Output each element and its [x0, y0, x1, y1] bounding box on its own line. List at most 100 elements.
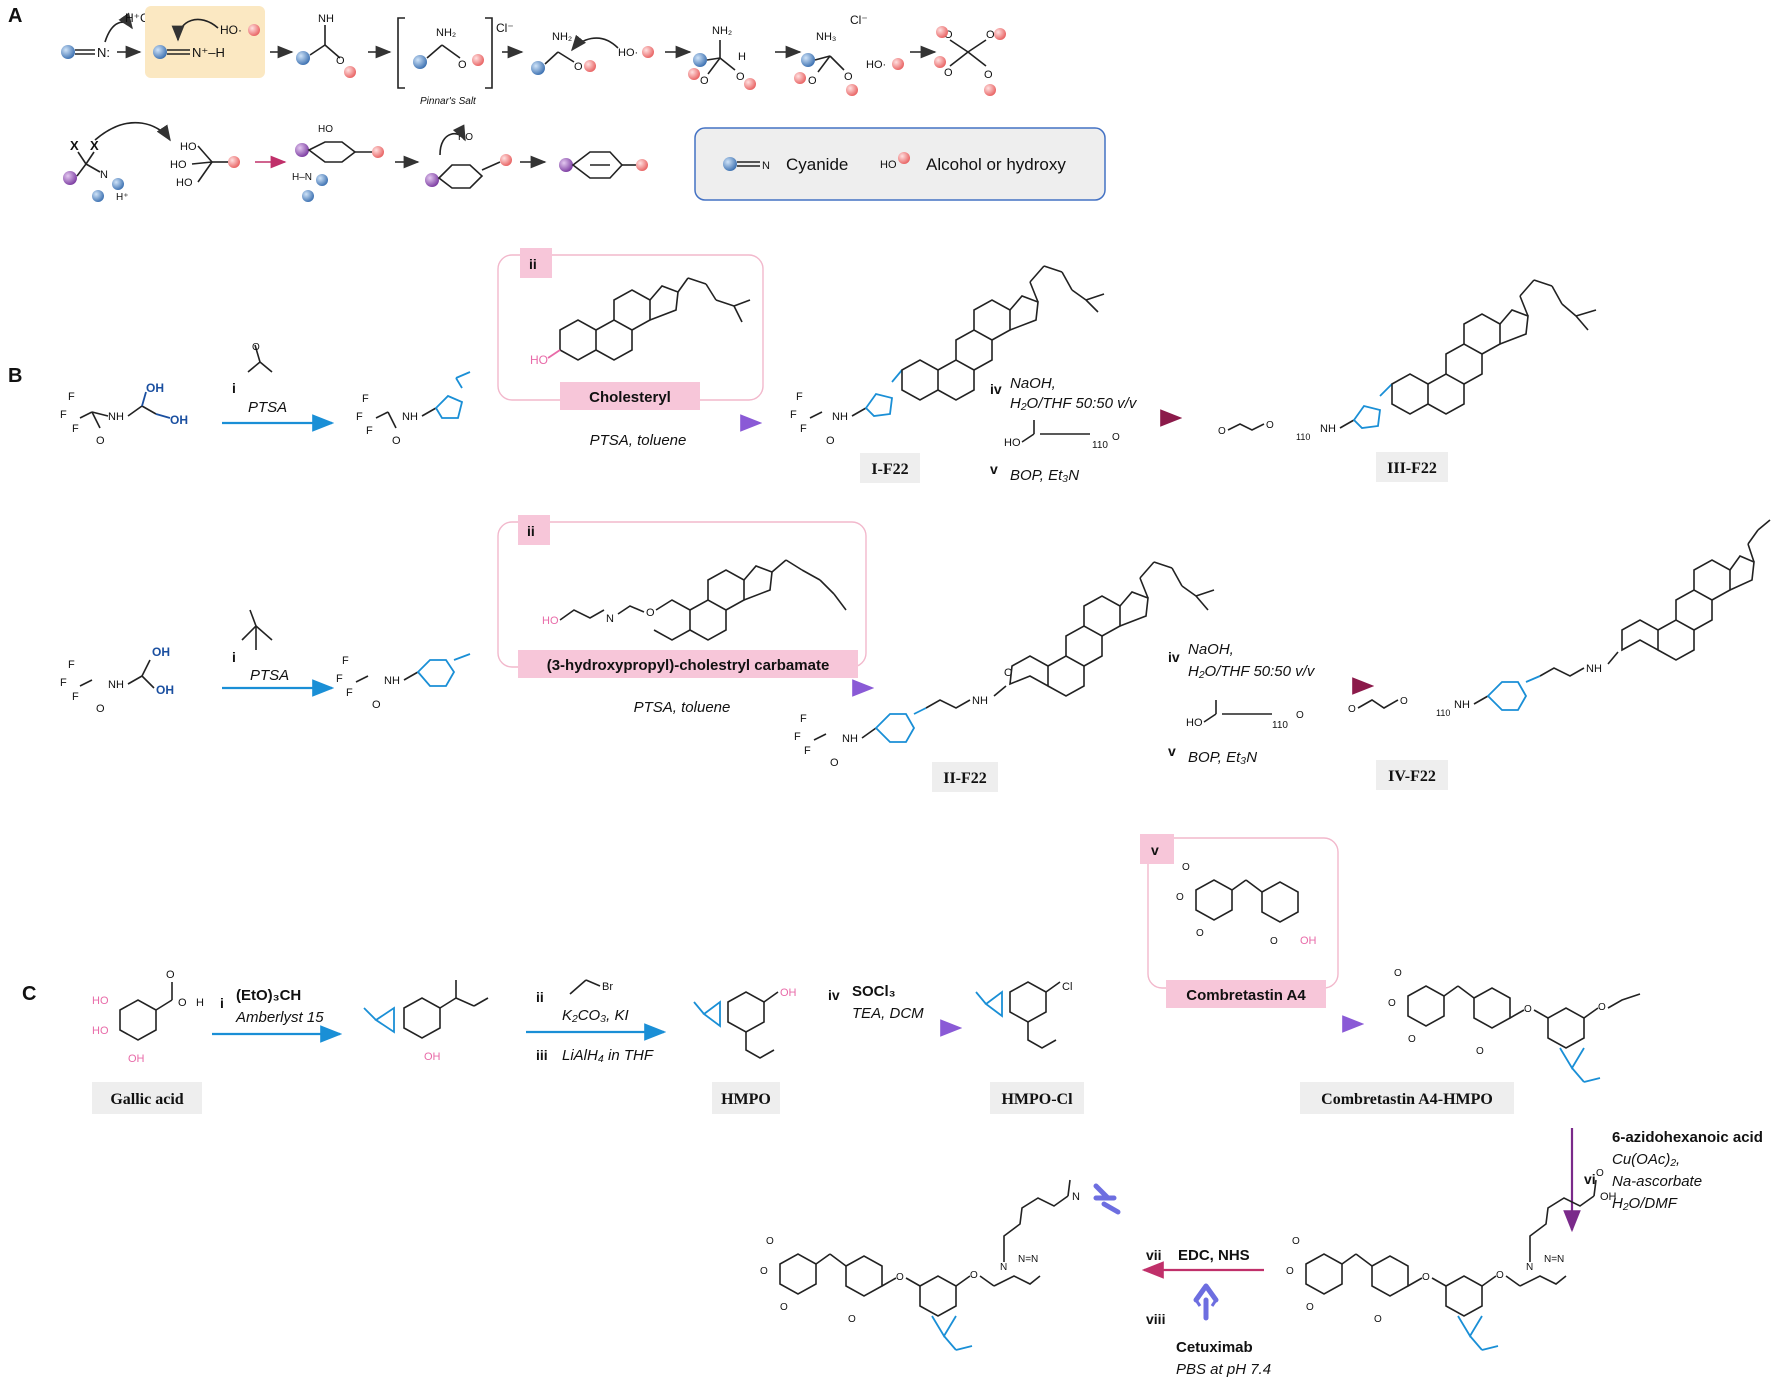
product-i-f22: I-F22	[871, 461, 908, 478]
svg-text:F: F	[60, 677, 67, 689]
ho-atom: HO·	[220, 23, 242, 37]
reagent-i-b2: PTSA	[250, 667, 289, 684]
reagent-vii-c: EDC, NHS	[1178, 1247, 1250, 1264]
reagent-iv-c: SOCl₃	[852, 983, 896, 1000]
step-v-b2: v	[1168, 743, 1176, 759]
svg-text:ii: ii	[529, 256, 537, 272]
svg-text:O: O	[458, 59, 467, 71]
step-iv-b1: iv	[990, 381, 1002, 397]
svg-text:N: N	[1072, 1191, 1080, 1203]
svg-text:O: O	[1394, 968, 1402, 979]
reagent-v-b1: BOP, Et₃N	[1010, 467, 1079, 484]
pinner-salt-label: Pinnar's Salt	[420, 96, 477, 107]
peg-acid-2: HO 110 O	[1186, 700, 1304, 731]
product-iii-f22: III-F22	[1387, 460, 1437, 477]
combretastatin-a4-structure: OH OOO O	[1176, 862, 1317, 947]
svg-text:O: O	[844, 71, 853, 83]
box-tag-ii-1	[520, 248, 552, 278]
svg-text:OH: OH	[146, 381, 164, 395]
hmpo-cl-label-bg	[990, 1082, 1084, 1114]
amidinium-intermediate: NH₂ O HO·	[531, 31, 654, 75]
reagent-viii2-c: PBS at pH 7.4	[1176, 1361, 1271, 1378]
step-iii-c: iii	[536, 1047, 548, 1063]
box-name-1-bg	[560, 382, 700, 410]
step-iv-c: iv	[828, 987, 840, 1003]
svg-text:O: O	[1004, 667, 1013, 679]
combretastatin-hmpo-label-bg	[1300, 1082, 1514, 1114]
svg-text:O: O	[1270, 936, 1278, 947]
svg-text:N: N	[100, 169, 108, 181]
product-iv-f22: IV-F22	[1388, 768, 1436, 785]
pinner-salt: NH₂ O	[413, 27, 484, 71]
svg-text:NH: NH	[318, 13, 334, 25]
svg-text:Cl: Cl	[1062, 981, 1072, 993]
svg-text:OH: OH	[152, 645, 170, 659]
svg-text:F: F	[72, 423, 79, 435]
svg-text:F: F	[794, 731, 801, 743]
svg-text:HO: HO	[880, 159, 897, 171]
spiro-intermediate: HO H–N	[292, 124, 384, 202]
box-tag-ii-2	[518, 515, 550, 545]
amide-acetal-reactant: X X N H⁺	[63, 121, 171, 203]
antibody-icon	[1193, 1283, 1219, 1321]
nh2-atom: NH₂	[436, 27, 456, 39]
ii-f22-label-bg	[932, 762, 998, 792]
svg-text:O: O	[1286, 1266, 1294, 1277]
svg-text:NH₂: NH₂	[552, 31, 572, 43]
svg-text:v: v	[1151, 842, 1159, 858]
svg-text:O: O	[1374, 1314, 1382, 1325]
svg-text:H: H	[738, 51, 746, 63]
i-f22-label-bg	[860, 453, 920, 483]
reagent-i2-c: Amberlyst 15	[235, 1009, 324, 1026]
reagent-iv-b2: NaOH,	[1188, 641, 1234, 658]
svg-text:O: O	[372, 699, 381, 711]
svg-text:X: X	[70, 138, 79, 153]
svg-text:O: O	[166, 969, 175, 981]
svg-text:H–N: H–N	[292, 172, 312, 183]
svg-text:O: O	[1112, 432, 1120, 443]
svg-text:O: O	[780, 1302, 788, 1313]
trimethyl-orthoformate: O	[247, 342, 273, 373]
svg-text:O: O	[178, 997, 187, 1009]
svg-text:F: F	[60, 409, 67, 421]
svg-text:F: F	[800, 713, 807, 725]
svg-text:HO·: HO·	[866, 59, 886, 71]
svg-text:NH: NH	[1586, 663, 1602, 675]
svg-text:F: F	[342, 655, 349, 667]
box-name-1: Cholesteryl	[589, 389, 671, 406]
svg-text:HO: HO	[170, 159, 187, 171]
svg-text:O: O	[1182, 862, 1190, 873]
svg-text:OH: OH	[1300, 935, 1317, 947]
svg-text:F: F	[790, 409, 797, 421]
svg-text:O: O	[1422, 1272, 1430, 1283]
svg-text:NH: NH	[1454, 699, 1470, 711]
svg-text:HO: HO	[1186, 717, 1203, 729]
svg-text:OH: OH	[156, 683, 174, 697]
svg-text:O: O	[1524, 1004, 1532, 1015]
carbamate-box	[497, 521, 867, 668]
combretastatin-box	[1147, 837, 1339, 989]
reagent-vi2-c: Cu(OAc)₂,	[1612, 1151, 1680, 1168]
imidate-intermediate: NH O	[296, 13, 356, 78]
orthoester-product: O O O O	[934, 26, 1006, 96]
diol-sm-2: FFF O NH OH OH	[60, 645, 174, 715]
step-vi-c: vi	[1584, 1171, 1596, 1187]
svg-text:F: F	[800, 423, 807, 435]
svg-text:O: O	[1476, 1046, 1484, 1057]
reagent-iv-b1: NaOH,	[1010, 375, 1056, 392]
diol-sm-1: FFF O NH OH OH	[60, 381, 188, 447]
ii-f22-structure: FFF O NH NH O	[794, 561, 1215, 769]
svg-text:HO: HO	[318, 124, 333, 135]
svg-text:O: O	[1408, 1034, 1416, 1045]
svg-text:O: O	[1388, 998, 1396, 1009]
legend-alcohol: Alcohol or hydroxy	[926, 155, 1066, 174]
svg-text:NH: NH	[108, 411, 124, 423]
svg-text:110: 110	[1436, 708, 1450, 718]
antibody-conjugate-structure: OOO O O O NN=N N	[760, 1179, 1121, 1351]
int-combretastatin-hmpo: Combretastin A4-HMPO	[1321, 1091, 1493, 1108]
cyanide-legend-icon	[723, 157, 737, 171]
svg-text:O: O	[700, 75, 709, 87]
svg-text:O: O	[1296, 710, 1304, 721]
